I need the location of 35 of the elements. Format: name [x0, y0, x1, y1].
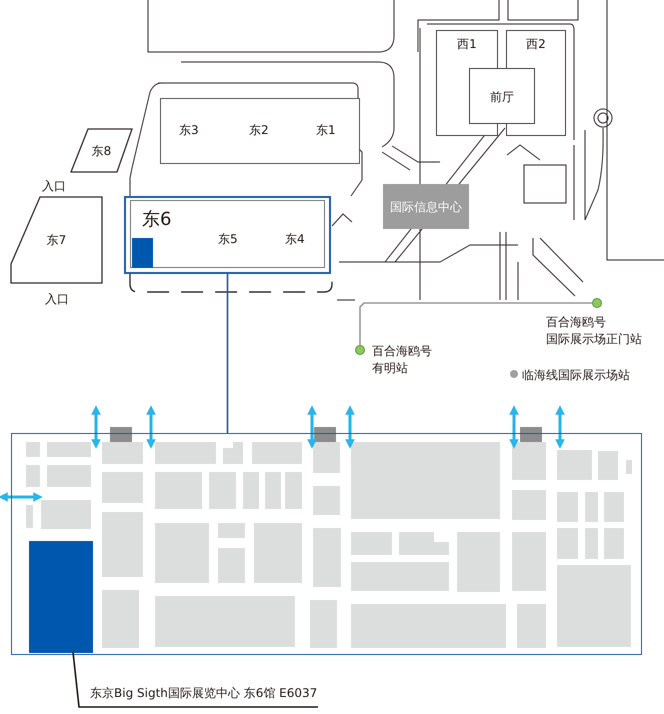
booth-caption: 东京Big Sigth国际展览中心 东6馆 E6037: [86, 684, 318, 707]
exhibition-hall: [10, 196, 103, 284]
entrance-label: 入口: [45, 291, 69, 308]
hall-label: 西1: [456, 37, 478, 51]
lobby-hall: [469, 68, 535, 124]
station-marker: [510, 370, 518, 378]
information-center: [383, 184, 469, 229]
station-label: 临海线国际展示场站: [522, 367, 630, 383]
connector-line: [226, 274, 228, 433]
station-label: 有明站: [372, 360, 408, 376]
rail-line: [359, 302, 592, 345]
exhibition-hall: [160, 98, 360, 164]
hall-label: 东3: [179, 123, 199, 137]
floor-plan-outline: [11, 433, 642, 655]
hall-label: 东1: [316, 123, 336, 137]
hall-label: 东8: [90, 144, 112, 158]
hall-label: 东7: [46, 233, 68, 247]
station-label: 百合海鸥号: [546, 314, 606, 330]
hall-label: 前厅: [489, 90, 515, 104]
station-marker: [355, 345, 365, 355]
hall-label: 西2: [525, 37, 547, 51]
booth-location: [29, 541, 93, 653]
hall-label: 东4: [285, 232, 305, 246]
station-label: 百合海鸥号: [372, 343, 432, 359]
exhibition-hall: [124, 196, 331, 274]
entrance-label: 入口: [42, 178, 66, 195]
building-label: 国际信息中心: [389, 200, 463, 214]
booth-location: [132, 238, 153, 268]
hall-label: 东5: [218, 232, 238, 246]
exhibition-hall: [70, 128, 133, 173]
leader-line: [72, 652, 318, 708]
hall-label: 东6: [142, 210, 172, 230]
hall-label: 东2: [249, 123, 269, 137]
station-marker: [592, 298, 602, 308]
station-label: 国际展示场正门站: [546, 331, 642, 347]
